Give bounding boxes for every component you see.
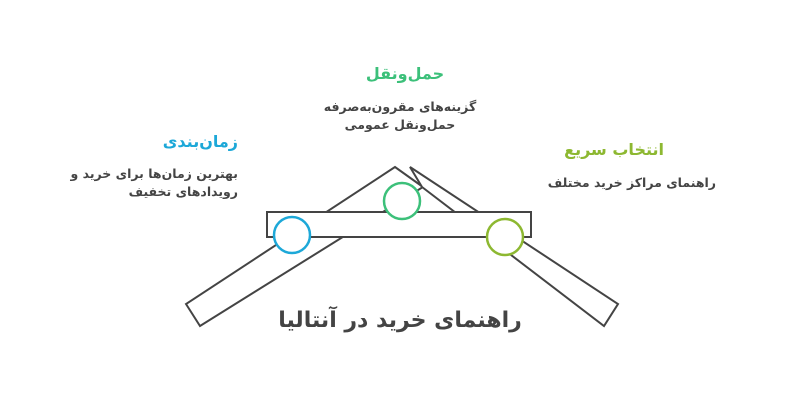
quick-desc: راهنمای مراکز خرید مختلف	[547, 175, 716, 190]
timing-circle	[272, 215, 312, 255]
timing-desc-1: بهترین زمان‌ها برای خرید و	[70, 166, 238, 181]
transport-desc-1: گزینه‌های مقرون‌به‌صرفه	[323, 99, 477, 114]
transport-heading: حمل‌ونقل	[365, 64, 445, 83]
transport-desc-2: حمل‌ونقل عمومی	[344, 117, 456, 132]
page-title: راهنمای خرید در آنتالیا	[278, 308, 522, 333]
timing-heading: زمان‌بندی	[162, 132, 238, 151]
timing-desc-2: رویدادهای تخفیف	[128, 184, 238, 199]
quick-heading: انتخاب سریع	[564, 140, 664, 159]
transport-circle	[382, 181, 422, 221]
quick-circle	[485, 217, 525, 257]
